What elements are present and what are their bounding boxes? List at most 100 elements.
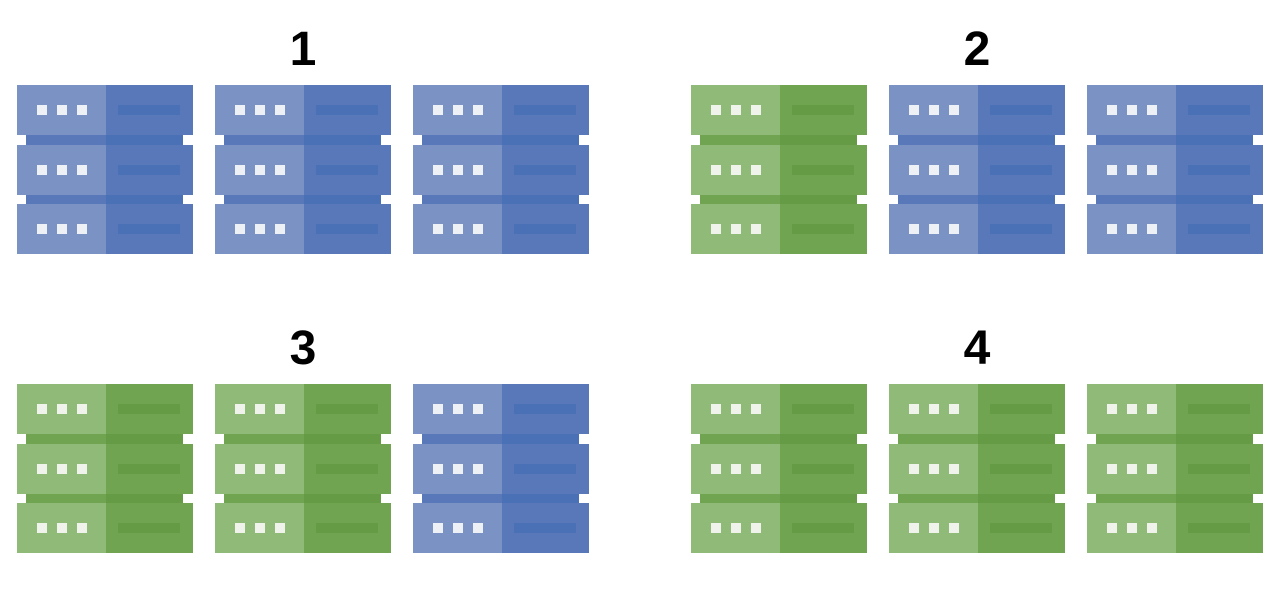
unit-separator	[1087, 194, 1263, 204]
led-square-icon	[57, 523, 67, 533]
led-square-icon	[731, 463, 741, 474]
mount-notch-right	[1055, 135, 1065, 145]
drive-bay-bar	[514, 105, 576, 115]
led-square-icon	[731, 523, 741, 533]
drive-bay-bar	[514, 224, 576, 234]
led-square-icon	[949, 105, 959, 115]
led-square-icon	[433, 463, 443, 474]
mount-notch-right	[857, 135, 867, 145]
led-group	[37, 224, 87, 234]
drive-bay-bar	[118, 105, 180, 115]
led-square-icon	[453, 523, 463, 533]
led-group	[711, 463, 761, 474]
unit-separator	[889, 135, 1065, 145]
led-square-icon	[929, 105, 939, 115]
stage-group-3: 3	[17, 324, 589, 553]
led-square-icon	[1147, 523, 1157, 533]
led-group	[235, 523, 285, 533]
led-square-icon	[1147, 224, 1157, 234]
mount-notch-right	[381, 135, 391, 145]
unit-separator	[691, 135, 867, 145]
mount-notch-left	[215, 135, 224, 145]
led-square-icon	[235, 164, 245, 175]
server-rack-green	[1087, 384, 1263, 553]
mount-notch-left	[413, 434, 422, 444]
led-square-icon	[433, 224, 443, 234]
led-square-icon	[1147, 164, 1157, 175]
drive-bay-bar	[316, 404, 378, 414]
stage-number-label: 2	[963, 23, 991, 76]
led-square-icon	[255, 164, 265, 175]
server-unit	[691, 85, 867, 135]
led-square-icon	[751, 463, 761, 474]
led-square-icon	[949, 224, 959, 234]
led-square-icon	[77, 224, 87, 234]
drive-bay-bar	[118, 164, 180, 175]
unit-separator	[413, 434, 589, 444]
unit-separator	[691, 434, 867, 444]
led-square-icon	[433, 164, 443, 175]
unit-separator	[691, 194, 867, 204]
led-square-icon	[77, 404, 87, 414]
led-square-icon	[909, 105, 919, 115]
drive-bay-bar	[316, 523, 378, 533]
server-unit	[215, 204, 391, 254]
led-square-icon	[473, 523, 483, 533]
drive-bay-bar	[1188, 523, 1250, 533]
mount-notch-left	[889, 135, 898, 145]
led-square-icon	[949, 523, 959, 533]
drive-bay-bar	[792, 404, 854, 414]
led-square-icon	[255, 105, 265, 115]
led-square-icon	[711, 164, 721, 175]
led-square-icon	[751, 224, 761, 234]
unit-separator	[413, 194, 589, 204]
mount-notch-right	[381, 493, 391, 503]
drive-bay-bar	[118, 463, 180, 474]
drive-bay-bar	[1188, 463, 1250, 474]
server-unit	[17, 443, 193, 494]
mount-notch-left	[1087, 493, 1096, 503]
led-square-icon	[731, 224, 741, 234]
server-unit	[215, 85, 391, 135]
server-rack-green	[17, 384, 193, 553]
drive-bay-bar	[514, 404, 576, 414]
drive-bay-bar	[316, 224, 378, 234]
drive-bay-bar	[1188, 224, 1250, 234]
mount-notch-right	[579, 493, 589, 503]
led-square-icon	[77, 105, 87, 115]
led-square-icon	[57, 404, 67, 414]
led-group	[909, 164, 959, 175]
stage-group-2: 2	[691, 25, 1263, 254]
led-square-icon	[929, 164, 939, 175]
led-group	[433, 105, 483, 115]
mount-notch-left	[413, 194, 422, 204]
drive-bay-bar	[990, 224, 1052, 234]
stage-number-label: 1	[289, 23, 317, 76]
unit-separator	[17, 194, 193, 204]
stage-number-label: 3	[289, 322, 317, 375]
mount-notch-right	[183, 434, 193, 444]
led-square-icon	[1147, 105, 1157, 115]
led-group	[433, 523, 483, 533]
led-group	[909, 463, 959, 474]
led-square-icon	[731, 404, 741, 414]
led-square-icon	[255, 463, 265, 474]
unit-separator	[691, 493, 867, 503]
drive-bay-bar	[118, 404, 180, 414]
led-square-icon	[57, 164, 67, 175]
unit-separator	[215, 434, 391, 444]
led-square-icon	[1147, 404, 1157, 414]
led-square-icon	[711, 463, 721, 474]
led-square-icon	[949, 404, 959, 414]
mount-notch-left	[17, 194, 26, 204]
drive-bay-bar	[990, 463, 1052, 474]
led-group	[235, 164, 285, 175]
led-square-icon	[57, 463, 67, 474]
mount-notch-right	[183, 135, 193, 145]
drive-bay-bar	[1188, 404, 1250, 414]
stage-number-label: 4	[963, 322, 991, 375]
led-square-icon	[909, 224, 919, 234]
unit-separator	[889, 194, 1065, 204]
led-square-icon	[473, 164, 483, 175]
server-unit	[889, 503, 1065, 553]
